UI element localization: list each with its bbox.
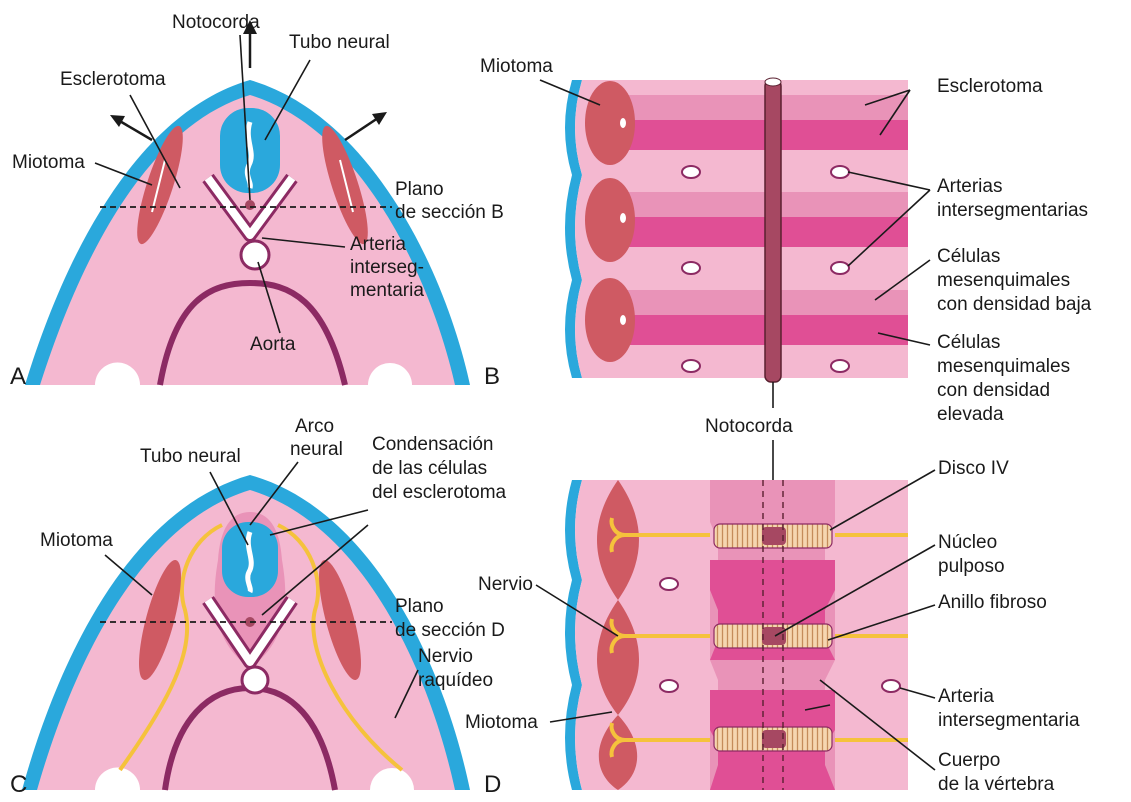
panel-letter-c: C xyxy=(10,771,27,798)
label-disco-d: Disco IV xyxy=(938,458,1009,479)
label-arteria-d-1: Arteria xyxy=(938,686,994,707)
panel-b-band-3-dense xyxy=(600,315,908,345)
label-cond-c-2: de las células xyxy=(372,458,487,479)
label-tubo-neural-c: Tubo neural xyxy=(140,446,241,467)
panel-a-arrow-right xyxy=(345,118,378,140)
label-arterias-b-2: intersegmentarias xyxy=(937,200,1088,221)
label-miotoma-d: Miotoma xyxy=(465,712,538,733)
label-baja-b-3: con densidad baja xyxy=(937,294,1092,315)
panel-d: Disco IV Núcleo pulposo Anillo fibroso N… xyxy=(465,440,1080,798)
label-anillo-d: Anillo fibroso xyxy=(938,592,1047,613)
label-nervio-c-2: raquídeo xyxy=(418,670,493,691)
panel-b-notochord xyxy=(765,80,781,382)
label-arteria-a-3: mentaria xyxy=(350,280,424,301)
label-elevada-b-2: mesenquimales xyxy=(937,356,1070,377)
panel-b-myotome-2 xyxy=(585,178,635,262)
panel-b-band-2-dense xyxy=(600,217,908,247)
label-esclerotoma-b: Esclerotoma xyxy=(937,76,1043,97)
panel-b-band-1-light xyxy=(600,95,908,120)
label-notocorda-b: Notocorda xyxy=(705,416,793,437)
panel-a-aorta xyxy=(241,241,269,269)
label-miotoma-b: Miotoma xyxy=(480,56,553,77)
label-notocorda-a: Notocorda xyxy=(172,12,260,33)
panel-b-myotome-dot-2 xyxy=(620,213,626,223)
label-nucleo-d-2: pulposo xyxy=(938,556,1005,577)
label-arteria-a-1: Arteria xyxy=(350,234,406,255)
label-cond-c-1: Condensación xyxy=(372,434,493,455)
panel-letter-a: A xyxy=(10,363,26,390)
panel-b-myotome-dot-3 xyxy=(620,315,626,325)
label-tubo-neural-a: Tubo neural xyxy=(289,32,390,53)
label-miotoma-c: Miotoma xyxy=(40,530,113,551)
panel-c-aorta xyxy=(242,667,268,693)
label-arco-c-1: Arco xyxy=(295,416,334,437)
label-baja-b-1: Células xyxy=(937,246,1000,267)
panel-d-artery-3 xyxy=(882,680,900,692)
label-arco-c-2: neural xyxy=(290,439,343,460)
label-arteria-a-2: interseg- xyxy=(350,257,424,278)
panel-b-artery-2 xyxy=(831,166,849,178)
label-miotoma-a: Miotoma xyxy=(12,152,85,173)
panel-b: Miotoma Esclerotoma Arterias intersegmen… xyxy=(480,56,1092,437)
label-nucleo-d-1: Núcleo xyxy=(938,532,997,553)
label-esclerotoma-a: Esclerotoma xyxy=(60,69,166,90)
label-plano-c-1: Plano xyxy=(395,596,444,617)
panel-b-band-2-light xyxy=(600,192,908,217)
label-arterias-b-1: Arterias xyxy=(937,176,1002,197)
panel-a-arrow-right-head xyxy=(372,112,387,125)
panel-b-notochord-top xyxy=(765,78,781,86)
label-baja-b-2: mesenquimales xyxy=(937,270,1070,291)
label-cond-c-3: del esclerotoma xyxy=(372,482,507,503)
panel-b-artery-4 xyxy=(831,262,849,274)
label-plano-a-1: Plano xyxy=(395,179,444,200)
panel-b-myotome-dot-1 xyxy=(620,118,626,128)
label-arteria-d-2: intersegmentaria xyxy=(938,710,1080,731)
panel-letter-b: B xyxy=(484,363,500,390)
panel-a: Notocorda Tubo neural Esclerotoma Miotom… xyxy=(10,12,504,390)
panel-b-artery-5 xyxy=(682,360,700,372)
panel-b-artery-1 xyxy=(682,166,700,178)
panel-b-artery-6 xyxy=(831,360,849,372)
label-elevada-b-3: con densidad xyxy=(937,380,1050,401)
panel-b-band-3-light xyxy=(600,290,908,315)
label-plano-a-2: de sección B xyxy=(395,202,504,223)
panel-a-notochord xyxy=(245,200,255,210)
panel-d-artery-2 xyxy=(660,680,678,692)
panel-a-arrow-left xyxy=(118,120,152,140)
panel-b-artery-3 xyxy=(682,262,700,274)
label-cuerpo-d-2: de la vértebra xyxy=(938,774,1055,795)
panel-b-myotome-1 xyxy=(585,81,635,165)
label-nervio-c-1: Nervio xyxy=(418,646,473,667)
label-cuerpo-d-1: Cuerpo xyxy=(938,750,1000,771)
panel-letter-d: D xyxy=(484,771,501,798)
panel-a-arrow-left-head xyxy=(110,115,125,127)
label-aorta-a: Aorta xyxy=(250,334,296,355)
panel-c: Arco neural Tubo neural Condensación de … xyxy=(10,416,507,798)
panel-b-myotome-3 xyxy=(585,278,635,362)
label-plano-c-2: de sección D xyxy=(395,620,505,641)
label-elevada-b-4: elevada xyxy=(937,404,1004,425)
panel-b-band-1-dense xyxy=(600,120,908,150)
label-elevada-b-1: Células xyxy=(937,332,1000,353)
panel-d-artery-1 xyxy=(660,578,678,590)
label-nervio-d: Nervio xyxy=(478,574,533,595)
